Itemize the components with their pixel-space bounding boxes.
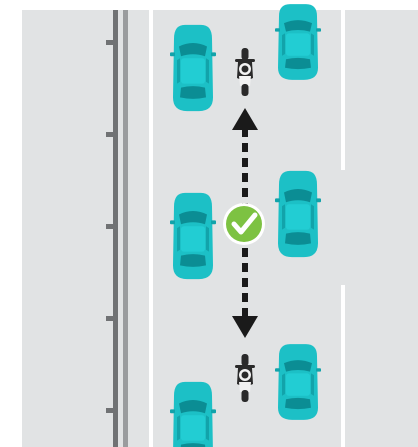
car-right-lane-bottom <box>275 344 321 420</box>
guard-rail-bracket <box>106 132 115 137</box>
lane-divider-dash <box>341 10 345 170</box>
car-left-lane-bottom <box>170 382 216 447</box>
guard-rail-beam <box>123 10 128 447</box>
car-right-lane-top <box>275 4 321 80</box>
guard-rail-bracket <box>106 40 115 45</box>
check-icon <box>223 203 265 245</box>
car-left-lane-top <box>170 25 216 111</box>
guard-rail-bracket <box>106 316 115 321</box>
car-right-lane-middle <box>275 171 321 257</box>
road-surface <box>22 10 418 447</box>
lane-divider-dash <box>341 285 345 447</box>
guard-rail-bracket <box>106 224 115 229</box>
road-edge-line <box>149 10 153 447</box>
car-left-lane-middle <box>170 193 216 279</box>
guard-rail-bracket <box>106 408 115 413</box>
